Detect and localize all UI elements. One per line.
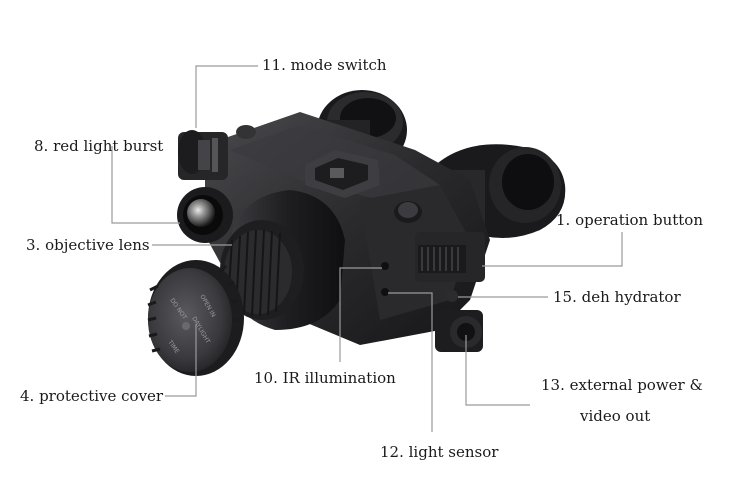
- label-video-out: video out: [580, 407, 651, 425]
- label-protective-cover: 4. protective cover: [20, 387, 164, 405]
- label-light-sensor: 12. light sensor: [380, 443, 499, 461]
- cap-grip-ridges: [147, 264, 239, 353]
- leader-operation-button: [482, 232, 623, 267]
- leader-protective-cover: [165, 324, 197, 397]
- label-external-power: 13. external power &: [541, 376, 703, 394]
- protective-cap: DO NOT OPEN IN DAYLIGHT TIME: [147, 260, 244, 376]
- mount-bracket: [305, 150, 380, 198]
- leader-ir-illumination: [339, 267, 382, 362]
- front-ports: [381, 262, 389, 296]
- leader-light-sensor: [388, 292, 433, 432]
- focus-ring-ribs: [227, 229, 281, 317]
- label-mode-switch: 11. mode switch: [262, 56, 387, 74]
- leader-mode-switch: [195, 65, 258, 128]
- operation-button: [394, 201, 422, 223]
- red-light-lens: [177, 187, 233, 243]
- label-ir-illumination: 10. IR illumination: [254, 369, 396, 387]
- label-red-light-burst: 8. red light burst: [34, 137, 164, 155]
- objective-tube: [220, 190, 345, 330]
- label-objective-lens: 3. objective lens: [26, 236, 150, 254]
- power-connector: [435, 310, 483, 352]
- left-side-housing: [178, 125, 256, 180]
- leader-lines: [111, 65, 623, 432]
- leader-external-power: [465, 335, 530, 406]
- side-knob-assembly: [415, 232, 485, 302]
- device-illustration: DO NOT OPEN IN DAYLIGHT TIME: [147, 90, 566, 376]
- label-deh-hydrator: 15. deh hydrator: [553, 288, 681, 306]
- leader-red-light-burst: [111, 146, 180, 224]
- label-operation-button: 1. operation button: [556, 211, 703, 229]
